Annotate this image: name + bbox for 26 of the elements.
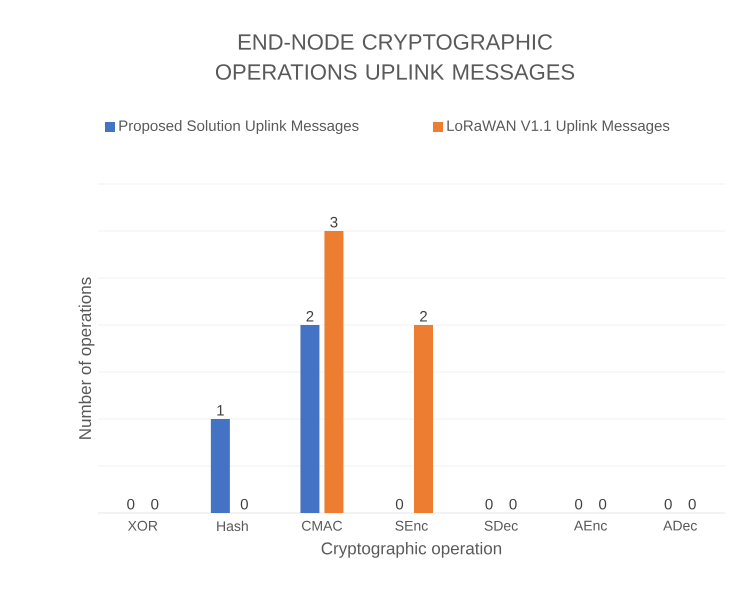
data-label: 0 bbox=[688, 498, 696, 510]
data-label: 2 bbox=[306, 310, 314, 322]
x-tick-label: SEnc bbox=[395, 520, 428, 531]
data-label: 0 bbox=[485, 498, 493, 510]
x-tick-label: Hash bbox=[217, 520, 248, 532]
data-label: 0 bbox=[599, 498, 606, 510]
data-label: 3 bbox=[330, 216, 338, 228]
x-axis-title: Cryptographic operation bbox=[322, 542, 502, 558]
data-label: 1 bbox=[217, 405, 224, 416]
x-tick-label: SDec bbox=[484, 520, 518, 531]
x-tick-label: XOR bbox=[128, 520, 158, 531]
legend-item: LoRaWAN V1.1 Uplink Messages bbox=[433, 120, 670, 134]
legend-item: Proposed Solution Uplink Messages bbox=[105, 120, 359, 134]
data-label: 2 bbox=[420, 310, 427, 322]
data-label: 0 bbox=[509, 498, 517, 510]
data-label: 0 bbox=[396, 498, 404, 510]
x-tick-label: ADec bbox=[663, 520, 697, 531]
data-label: 0 bbox=[575, 498, 582, 510]
chart-title: END-NODE CRYPTOGRAPHIC OPERATIONS UPLINK MESSAGES bbox=[216, 34, 574, 80]
data-label: 0 bbox=[664, 498, 672, 510]
x-tick-label: CMAC bbox=[302, 520, 342, 531]
data-label: 0 bbox=[240, 498, 248, 510]
y-axis-title: Number of operations bbox=[78, 277, 94, 439]
data-label: 0 bbox=[127, 498, 134, 510]
data-label: 0 bbox=[151, 498, 158, 510]
x-tick-label: AEnc bbox=[574, 520, 608, 531]
